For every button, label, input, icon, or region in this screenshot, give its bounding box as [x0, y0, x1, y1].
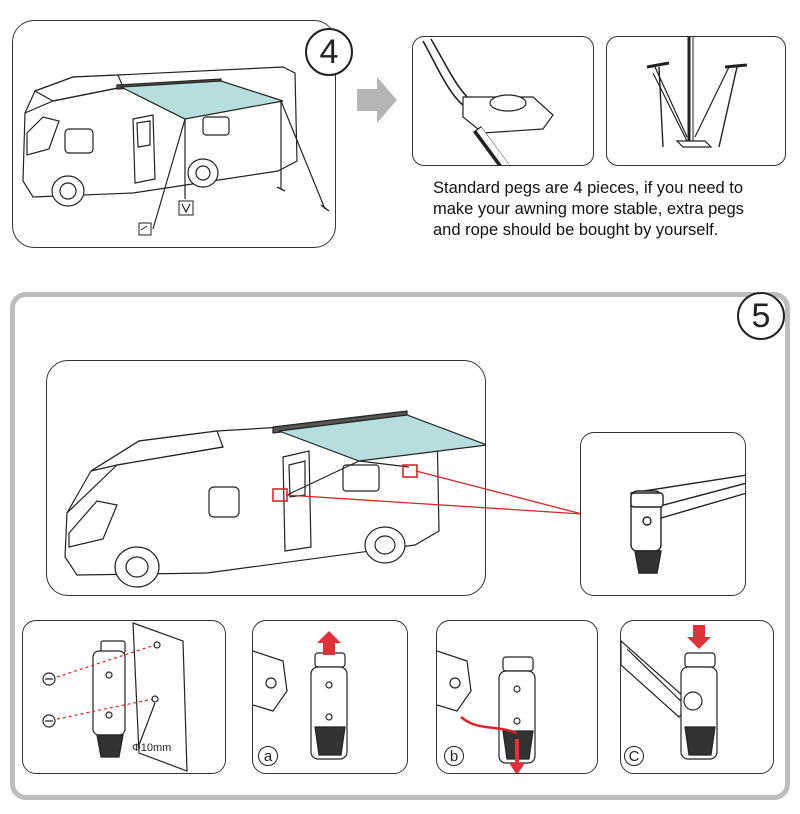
step5-rv-panel: [46, 360, 486, 596]
peg-rope-illustration: [422, 38, 554, 165]
pegs-caption: Standard pegs are 4 pieces, if you need …: [433, 179, 744, 239]
pegs-ground-panel: [606, 36, 786, 166]
step5-frame: [10, 292, 790, 800]
step5-badge: 5: [737, 292, 785, 340]
rafter-bracket-zoom-illustration: [630, 474, 745, 574]
substep-c-panel: [620, 620, 774, 774]
substep-a-panel: [252, 620, 408, 774]
rv-rafter-illustration: [64, 410, 485, 588]
substep-c-label: C: [624, 746, 644, 766]
bracket-screws-illustration: [42, 622, 188, 772]
substep-b-label: b: [444, 746, 464, 766]
step4-badge: 4: [305, 28, 353, 76]
bracket-lock-illustration: [621, 625, 718, 760]
next-step-arrow-icon: [357, 77, 397, 123]
bracket-mounting-panel: [22, 620, 226, 774]
step4-rv-panel: [12, 20, 336, 248]
pegs-illustration: [646, 37, 748, 148]
hole-diameter-label: Φ10mm: [132, 742, 172, 754]
peg-rope-closeup-panel: [412, 36, 594, 166]
rv-awning-illustration: [22, 66, 330, 236]
bracket-insert-illustration: [437, 650, 536, 773]
substep-a-label: a: [258, 746, 278, 766]
bracket-lift-illustration: [253, 631, 348, 760]
substep-b-panel: [436, 620, 598, 774]
rafter-bracket-zoom-panel: [580, 432, 746, 596]
